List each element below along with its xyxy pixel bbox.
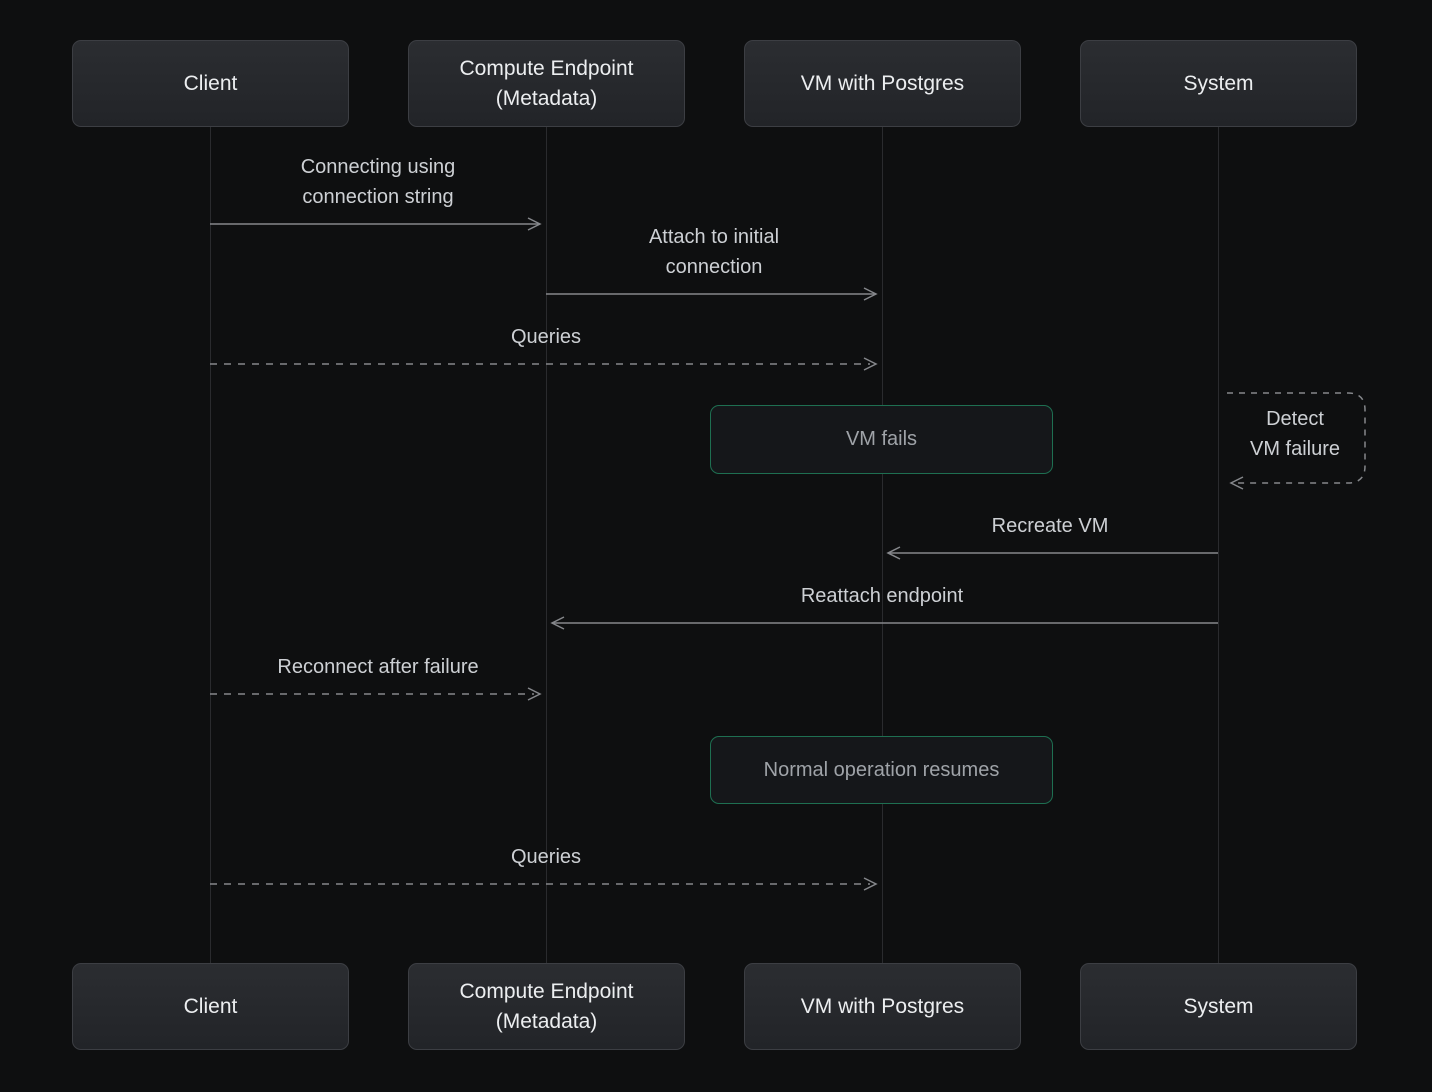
actor-system-top: System: [1080, 40, 1357, 127]
arrow-right-dashed-icon: [210, 877, 878, 891]
message-connecting-using-connection-string: Connecting using connection string: [210, 152, 546, 232]
actor-label: Client: [183, 71, 238, 95]
message-label: Connecting using connection string: [300, 156, 456, 208]
message-reattach-endpoint: Reattach endpoint: [546, 581, 1218, 631]
lifeline-system: [1218, 127, 1219, 963]
arrow-left-solid-icon: [550, 616, 1218, 630]
message-label: Reattach endpoint: [800, 585, 964, 607]
note-label: VM fails: [845, 428, 918, 450]
message-reconnect-after-failure: Reconnect after failure: [210, 652, 546, 702]
actor-label: Client: [183, 994, 238, 1018]
lifeline-vm-postgres: [882, 127, 883, 963]
message-queries-1: Queries: [210, 322, 882, 372]
actor-label: System: [1183, 994, 1254, 1018]
actor-label: Compute Endpoint (Metadata): [459, 56, 634, 110]
note-normal-operation-resumes: Normal operation resumes: [710, 736, 1053, 804]
message-attach-to-initial-connection: Attach to initial connection: [546, 222, 882, 302]
message-recreate-vm: Recreate VM: [882, 511, 1218, 561]
self-message-detect-vm-failure: Detect VM failure: [1249, 408, 1341, 460]
arrow-left-solid-icon: [886, 546, 1218, 560]
actor-system-bottom: System: [1080, 963, 1357, 1050]
message-label: Queries: [510, 846, 582, 868]
lifeline-client: [210, 127, 211, 963]
message-label: Queries: [510, 326, 582, 348]
actor-compute-endpoint-top: Compute Endpoint (Metadata): [408, 40, 685, 127]
lifeline-compute-endpoint: [546, 127, 547, 963]
actor-client-top: Client: [72, 40, 349, 127]
actor-compute-endpoint-bottom: Compute Endpoint (Metadata): [408, 963, 685, 1050]
note-vm-fails: VM fails: [710, 405, 1053, 474]
actor-client-bottom: Client: [72, 963, 349, 1050]
note-label: Normal operation resumes: [763, 758, 1000, 781]
arrow-right-solid-icon: [210, 217, 542, 231]
arrow-right-dashed-icon: [210, 687, 542, 701]
actor-label: VM with Postgres: [800, 71, 965, 95]
actor-label: Compute Endpoint (Metadata): [459, 979, 634, 1033]
actor-vm-postgres-top: VM with Postgres: [744, 40, 1021, 127]
actor-label: System: [1183, 71, 1254, 95]
message-label: Attach to initial connection: [648, 226, 780, 278]
self-message-loop-icon: [1227, 392, 1366, 490]
arrow-right-dashed-icon: [210, 357, 878, 371]
message-label: Recreate VM: [991, 515, 1109, 537]
message-label: Reconnect after failure: [277, 656, 479, 678]
actor-vm-postgres-bottom: VM with Postgres: [744, 963, 1021, 1050]
message-queries-2: Queries: [210, 842, 882, 892]
arrow-right-solid-icon: [546, 287, 878, 301]
actor-label: VM with Postgres: [800, 994, 965, 1018]
